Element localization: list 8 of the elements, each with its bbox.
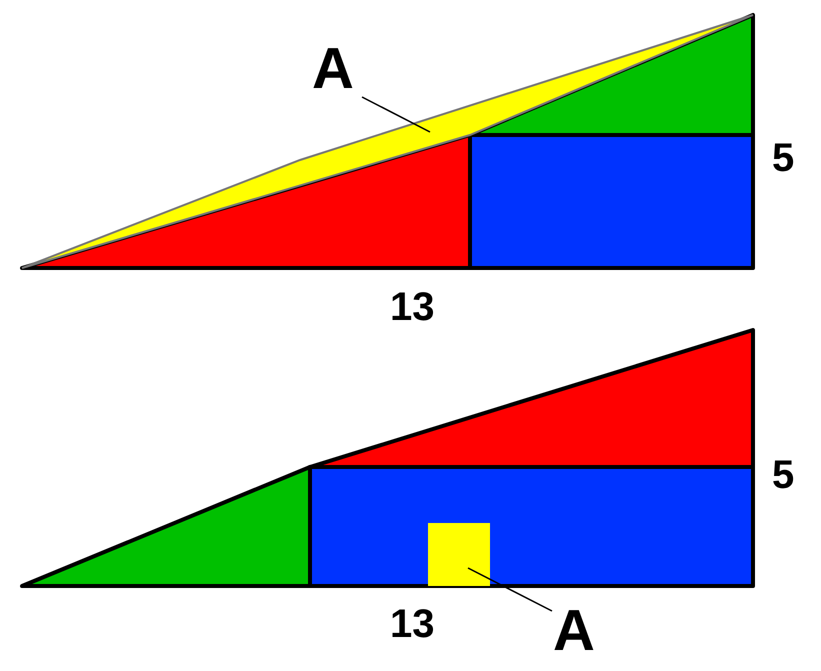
dimension-label: 5 [772,138,794,178]
dimension-label: 13 [390,604,434,644]
dimension-label: 5 [772,455,794,495]
square-shape [428,523,490,586]
callout-letter: A [312,40,354,98]
callout-letter: A [553,602,595,660]
leader-line [362,96,430,133]
dimension-label: 13 [390,287,434,327]
